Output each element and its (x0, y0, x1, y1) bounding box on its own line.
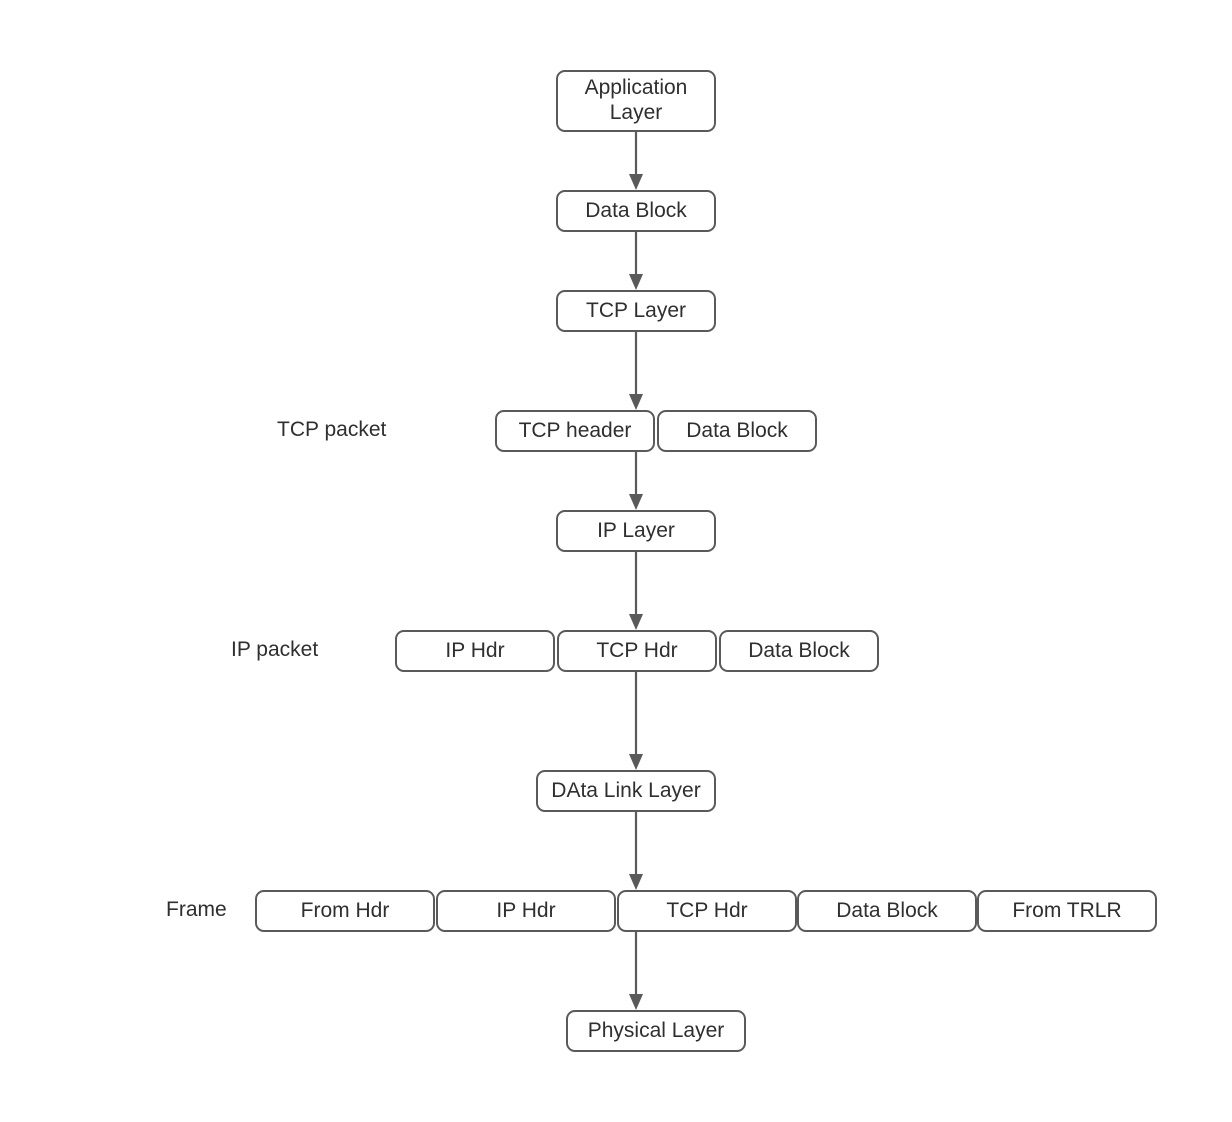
connector-arrow (629, 552, 643, 630)
node-application-layer[interactable]: Application Layer (556, 70, 716, 132)
row-label-tcp-packet: TCP packet (277, 418, 387, 441)
node-ip-layer[interactable]: IP Layer (556, 510, 716, 552)
connector-arrow (629, 452, 643, 510)
node-data-link-layer[interactable]: DAta Link Layer (536, 770, 716, 812)
row-label-ip-packet: IP packet (231, 638, 319, 661)
node-tcp-layer[interactable]: TCP Layer (556, 290, 716, 332)
segment-tcp-packet-data-block[interactable]: Data Block (657, 410, 817, 452)
segment-ip-packet-tcp-hdr[interactable]: TCP Hdr (557, 630, 717, 672)
row-label-frame: Frame (166, 898, 227, 921)
segment-ip-packet-ip-hdr[interactable]: IP Hdr (395, 630, 555, 672)
segment-frame-data-block[interactable]: Data Block (797, 890, 977, 932)
segment-frame-tcp-hdr[interactable]: TCP Hdr (617, 890, 797, 932)
connector-arrow (629, 932, 643, 1010)
segment-frame-from-hdr[interactable]: From Hdr (255, 890, 435, 932)
connector-arrow (629, 332, 643, 410)
segment-tcp-packet-tcp-header[interactable]: TCP header (495, 410, 655, 452)
connector-arrow (629, 812, 643, 890)
connector-arrow (629, 672, 643, 770)
segment-ip-packet-data-block[interactable]: Data Block (719, 630, 879, 672)
node-data-block-1[interactable]: Data Block (556, 190, 716, 232)
segment-frame-from-trlr[interactable]: From TRLR (977, 890, 1157, 932)
connector-arrow (629, 132, 643, 190)
connector-arrow (629, 232, 643, 290)
segment-frame-ip-hdr[interactable]: IP Hdr (436, 890, 616, 932)
node-physical-layer[interactable]: Physical Layer (566, 1010, 746, 1052)
